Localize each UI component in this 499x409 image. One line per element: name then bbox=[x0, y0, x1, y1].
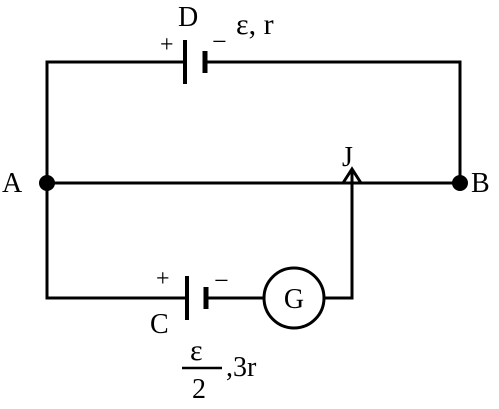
point-a-label: A bbox=[2, 168, 23, 199]
cell-d-symbol bbox=[183, 40, 208, 84]
cell-d-emf-resistance: ε, r bbox=[236, 8, 274, 41]
cell-c-negative-sign: − bbox=[214, 266, 229, 295]
galvanometer-label: G bbox=[284, 284, 304, 315]
cell-d-negative-sign: − bbox=[212, 27, 227, 56]
cell-c-emf-numerator: ε bbox=[190, 334, 203, 367]
cell-d-positive-sign: + bbox=[160, 32, 174, 58]
top-wire bbox=[45, 60, 462, 183]
cell-c-symbol bbox=[185, 276, 209, 320]
cell-c-emf-denominator: 2 bbox=[192, 374, 206, 404]
jockey-arrow-icon bbox=[341, 166, 363, 184]
cell-c-positive-sign: + bbox=[156, 266, 170, 292]
jockey-label: J bbox=[342, 142, 353, 173]
cell-c-resistance: ,3r bbox=[226, 352, 257, 383]
node-b-dot bbox=[452, 175, 468, 191]
cell-d-label: D bbox=[178, 2, 198, 33]
point-b-label: B bbox=[471, 168, 490, 199]
galvanometer-icon bbox=[262, 266, 326, 330]
bottom-wire bbox=[45, 172, 354, 300]
cell-c-label: C bbox=[150, 309, 169, 340]
